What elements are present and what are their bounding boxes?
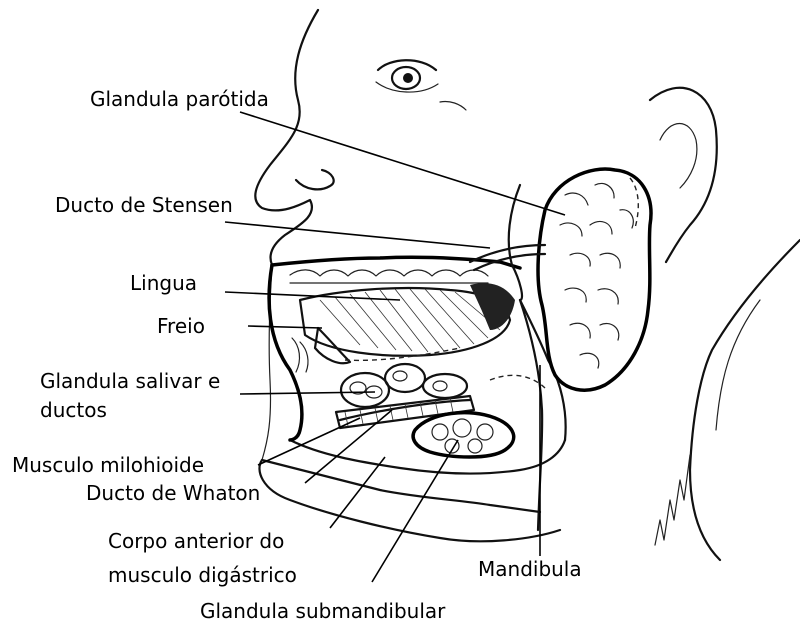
label-digastric-2: musculo digástrico bbox=[108, 562, 297, 588]
chin-outline bbox=[259, 460, 560, 541]
label-wharton: Ducto de Whaton bbox=[86, 480, 260, 506]
neck-contour-2 bbox=[716, 300, 760, 430]
label-submandibular: Glandula submandibular bbox=[200, 598, 445, 624]
ear-inner bbox=[660, 124, 697, 189]
mandible-angle bbox=[520, 300, 542, 530]
label-digastric-1: Corpo anterior do bbox=[108, 528, 284, 554]
face-profile bbox=[255, 10, 318, 265]
cheek-cut bbox=[509, 185, 522, 300]
label-frenum: Freio bbox=[157, 313, 205, 339]
leader-wharton bbox=[305, 410, 392, 483]
label-parotid: Glandula parótida bbox=[90, 86, 269, 112]
leader-tongue bbox=[225, 292, 400, 300]
artist-signature bbox=[655, 455, 690, 545]
lower-teeth bbox=[292, 338, 308, 372]
leader-parotid bbox=[240, 112, 565, 215]
mandible-body bbox=[290, 440, 565, 474]
nose-outline bbox=[296, 170, 334, 189]
label-salivary-2: ductos bbox=[40, 397, 107, 423]
label-mandible: Mandibula bbox=[478, 556, 582, 582]
ear-outline bbox=[650, 88, 717, 262]
frenum-shape bbox=[315, 328, 350, 363]
leader-submandibular bbox=[372, 440, 458, 582]
lower-lip-outer bbox=[269, 265, 302, 440]
leader-frenum bbox=[248, 326, 322, 328]
label-tongue: Lingua bbox=[130, 270, 197, 296]
label-mylohyoid: Musculo milohioide bbox=[12, 452, 204, 478]
leader-stensen bbox=[225, 222, 490, 248]
tongue-hatching bbox=[320, 289, 500, 352]
eye-icon bbox=[376, 60, 466, 110]
neck-contour bbox=[690, 240, 800, 560]
label-stensen: Ducto de Stensen bbox=[55, 192, 233, 218]
parotid-gland bbox=[538, 169, 651, 390]
upper-teeth bbox=[290, 270, 488, 283]
leader-digastric bbox=[330, 457, 385, 528]
label-salivary-1: Glandula salivar e bbox=[40, 368, 220, 394]
